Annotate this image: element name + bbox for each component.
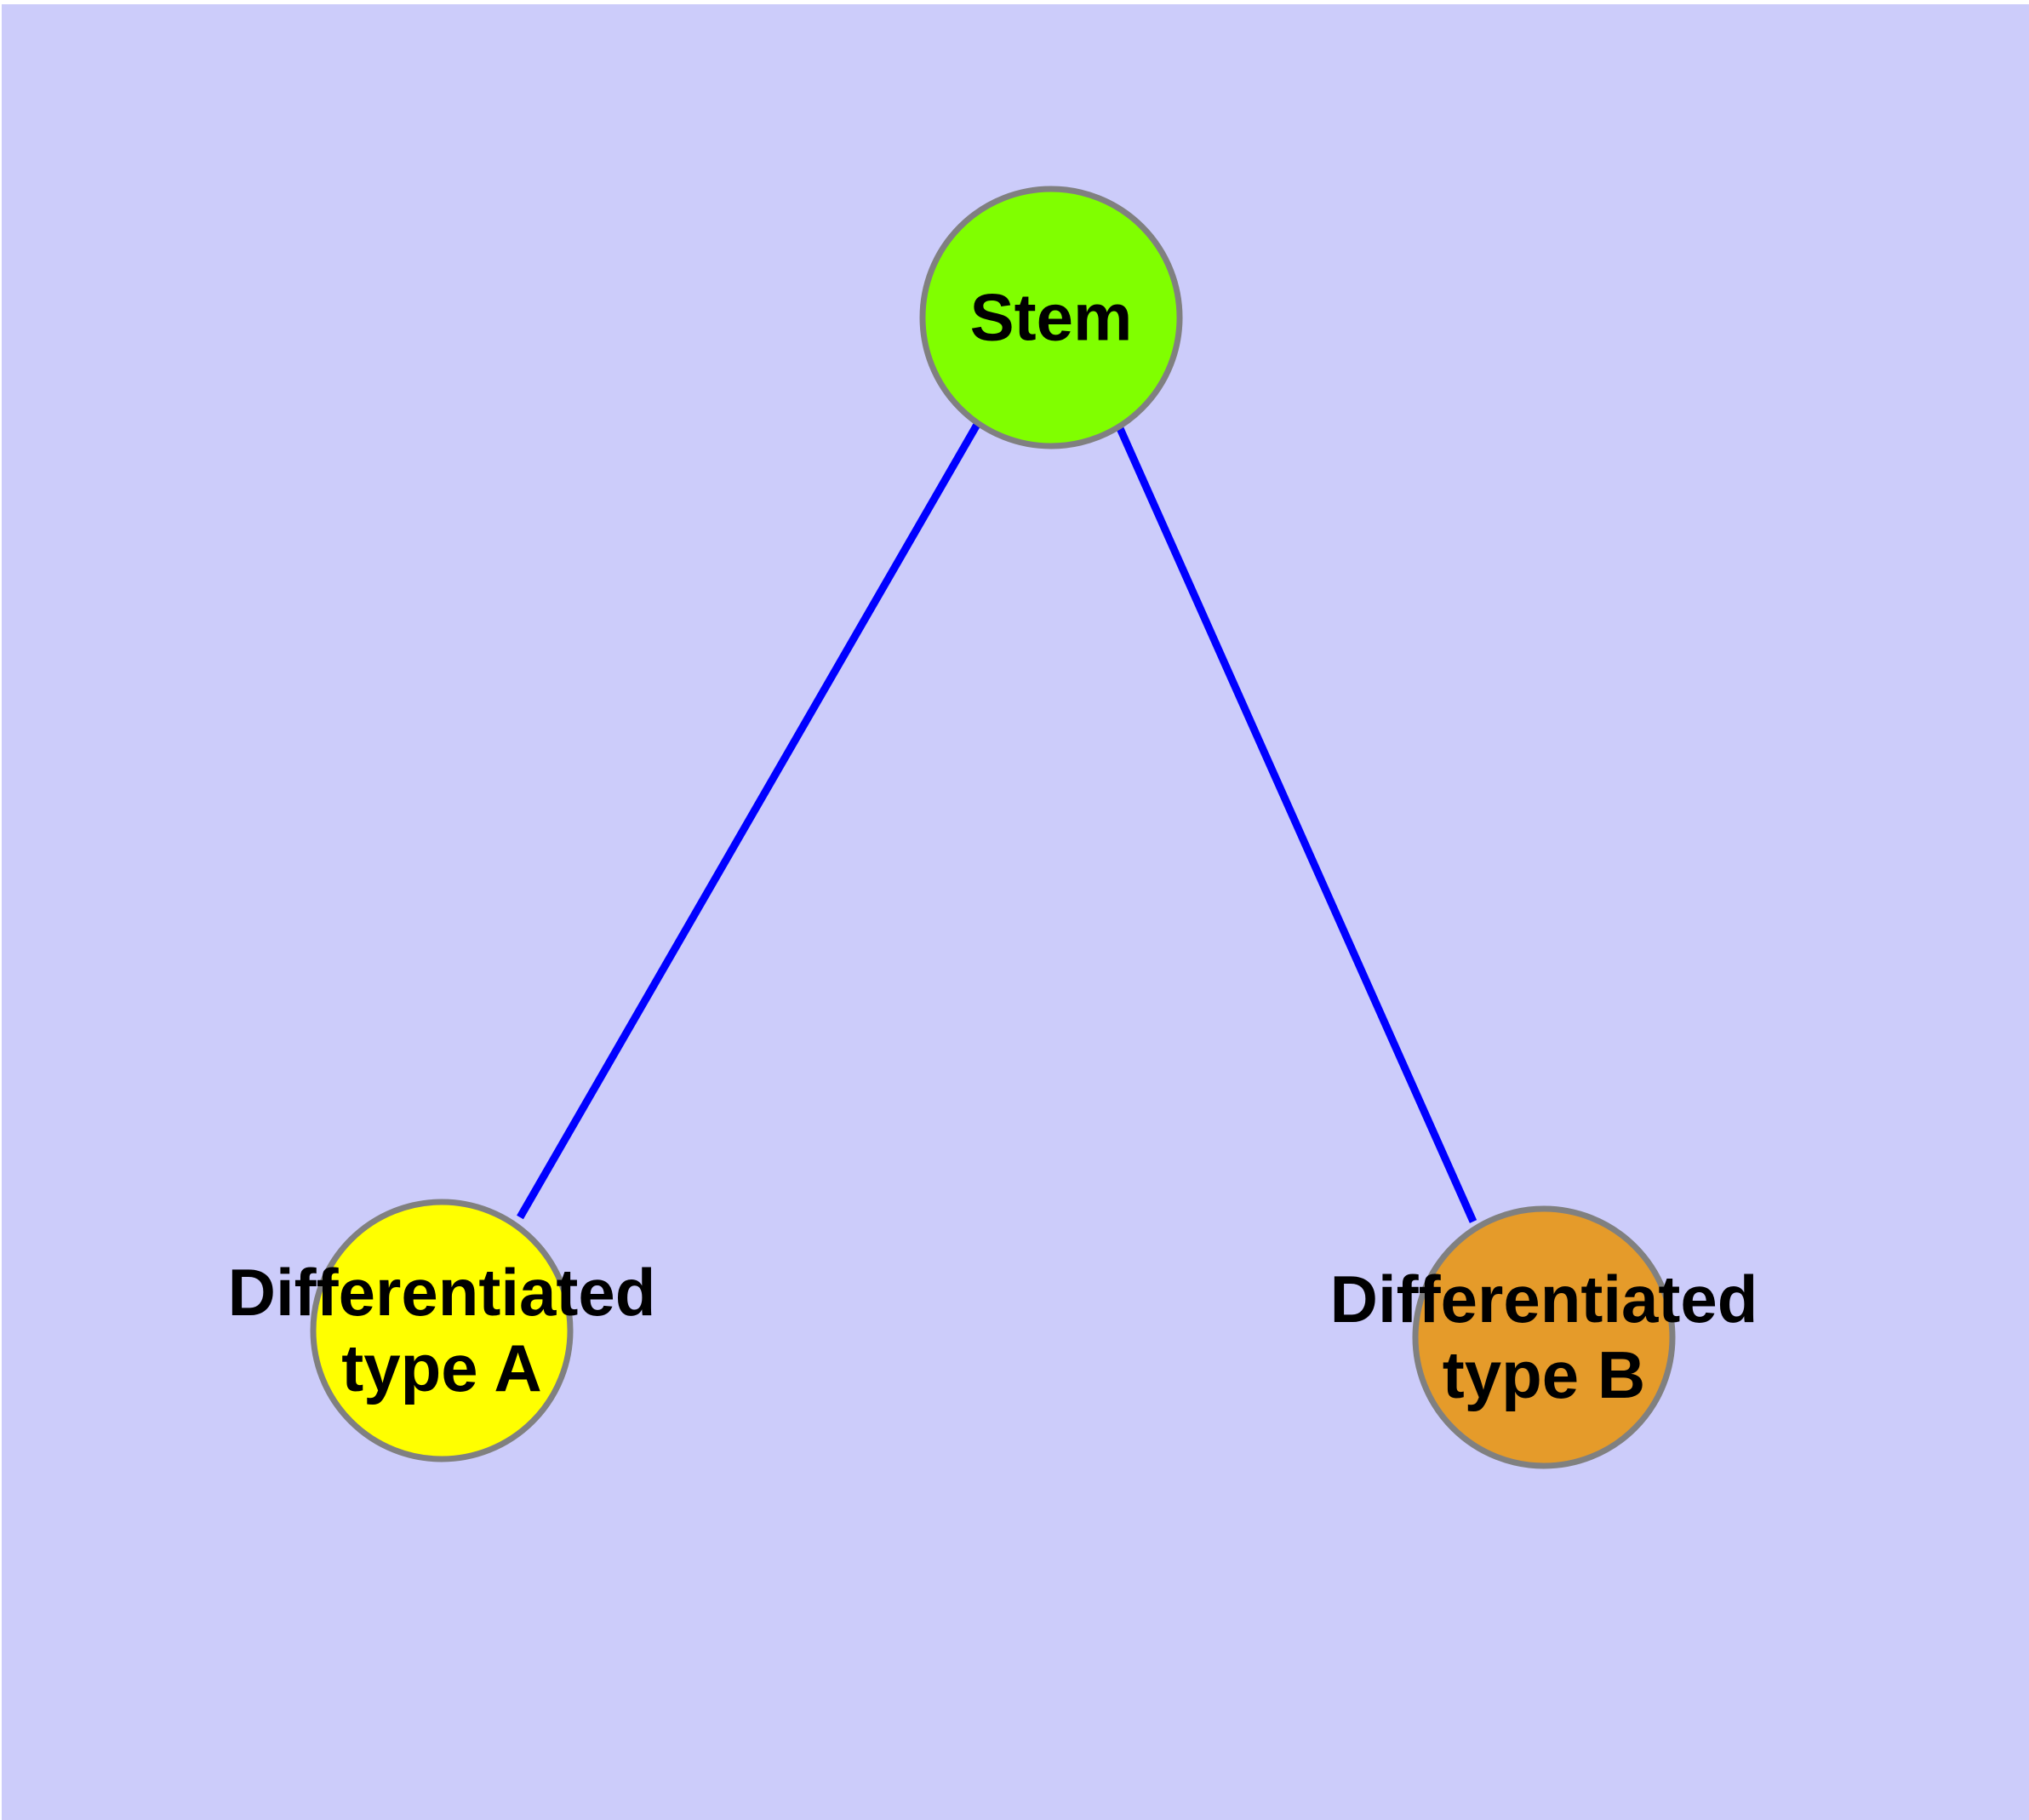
edge-stem-to-diff-b xyxy=(1115,425,1477,1223)
node-stem[interactable] xyxy=(919,186,1183,449)
node-diff_a[interactable] xyxy=(310,1199,574,1462)
nodes-group xyxy=(310,186,1676,1469)
edge-stem-to-diff-a xyxy=(517,421,981,1220)
edges-group xyxy=(517,421,1477,1223)
node-diff_b[interactable] xyxy=(1412,1205,1676,1469)
